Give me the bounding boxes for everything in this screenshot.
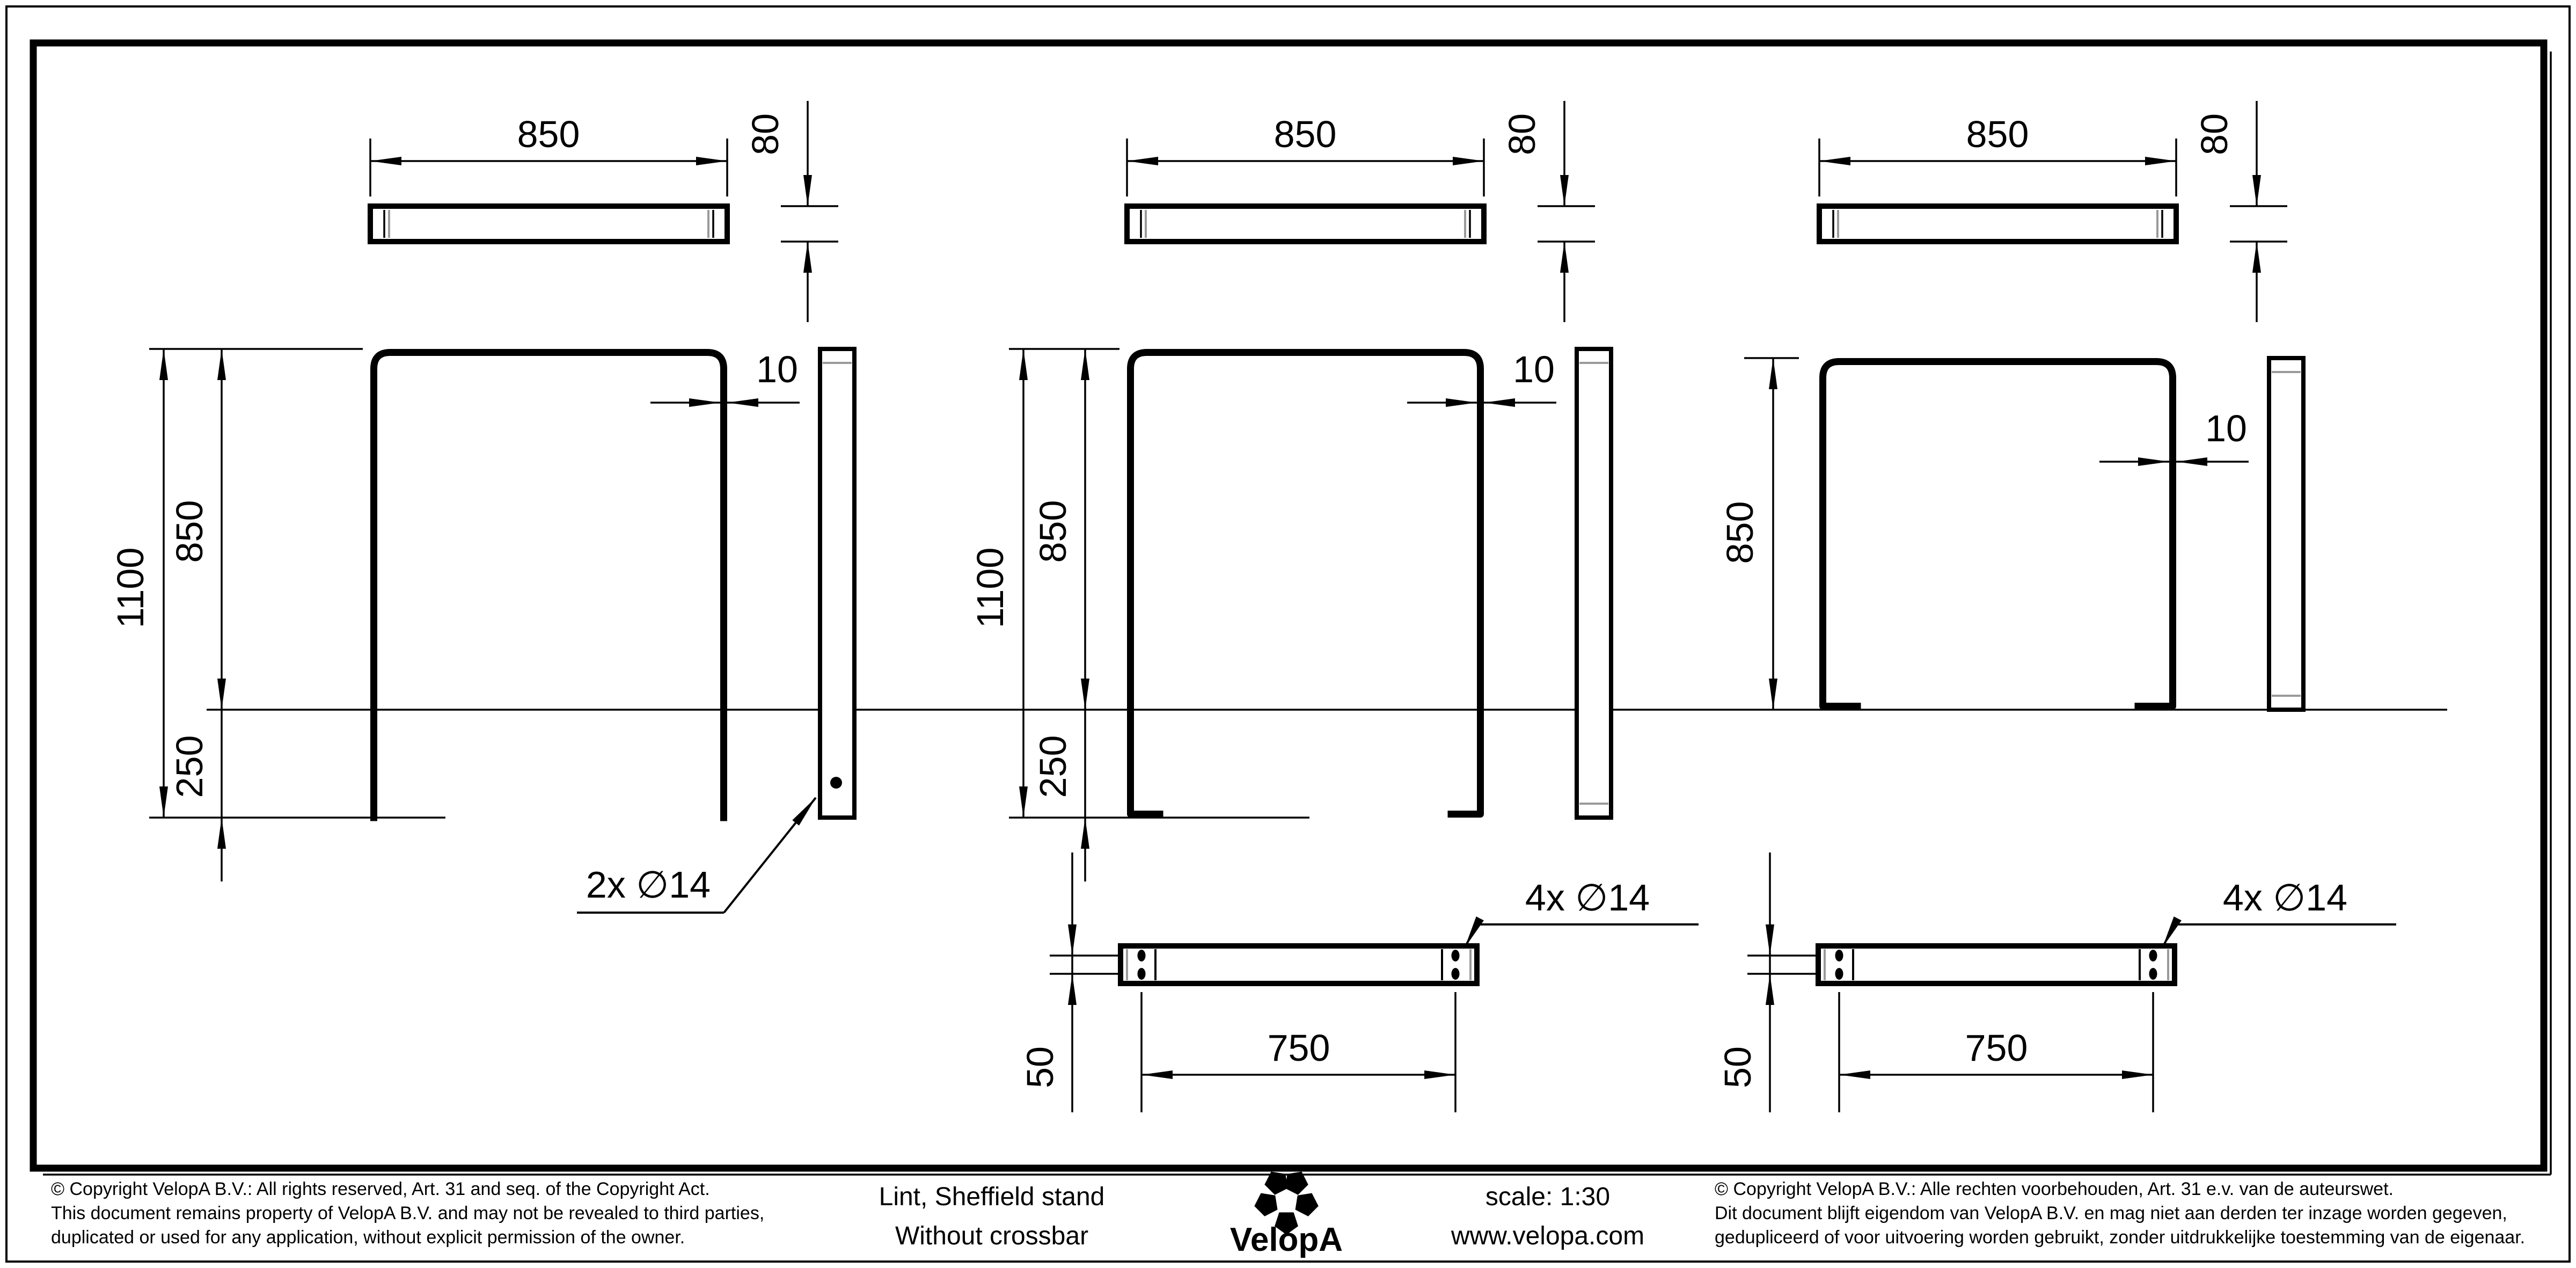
dim-base-hole-spacing: 750 (1268, 1027, 1330, 1069)
brand-name: VelopA (1230, 1221, 1343, 1258)
title-block: © Copyright VelopA B.V.: All rights rese… (51, 1166, 2525, 1258)
outer-border (5, 5, 2571, 1263)
copyright-nl-line1: © Copyright VelopA B.V.: Alle rechten vo… (1715, 1179, 2394, 1199)
copyright-dutch: © Copyright VelopA B.V.: Alle rechten vo… (1715, 1179, 2525, 1248)
dim-crossbar-length: 850 (1966, 113, 2029, 155)
stand-variant-inground: 850 80 1100 850 250 10 2x ∅14 (109, 101, 854, 914)
dim-crossbar-length: 850 (517, 113, 580, 155)
dim-height-above-ground: 850 (1032, 500, 1074, 563)
dim-tube-thickness: 10 (756, 348, 798, 390)
dim-tube-thickness: 10 (1513, 348, 1555, 390)
dim-crossbar-width: 80 (2193, 113, 2235, 155)
dim-below-ground-depth: 250 (1032, 735, 1074, 798)
copyright-english: © Copyright VelopA B.V.: All rights rese… (51, 1179, 764, 1248)
dim-overall-height: 1100 (109, 548, 151, 629)
label-base-holes: 4x ∅14 (1525, 877, 1650, 919)
dim-tube-thickness: 10 (2205, 407, 2247, 449)
website-label: www.velopa.com (1451, 1222, 1644, 1250)
dim-base-hole-offset: 50 (1717, 1046, 1759, 1088)
stand-variant-surface-mount: 850 80 850 10 50 750 4x ∅14 (1717, 101, 2396, 1112)
dim-overall-height: 1100 (969, 548, 1011, 629)
dim-below-ground-depth: 250 (169, 735, 210, 798)
drawing-area-border (30, 39, 2548, 1172)
copyright-en-line2: This document remains property of VelopA… (51, 1203, 764, 1223)
copyright-nl-line2: Dit document blijft eigendom van VelopA … (1715, 1203, 2507, 1223)
velopa-logo: VelopA (1230, 1166, 1343, 1258)
copyright-nl-line3: gedupliceerd of voor uitvoering worden g… (1715, 1227, 2525, 1248)
copyright-en-line3: duplicated or used for any application, … (51, 1227, 685, 1248)
anchor-hole (830, 777, 842, 789)
dim-crossbar-width: 80 (744, 113, 786, 155)
product-subtitle: Without crossbar (895, 1222, 1088, 1250)
scale-label: scale: 1:30 (1485, 1183, 1610, 1211)
dim-crossbar-width: 80 (1501, 113, 1543, 155)
dim-height-above-ground: 850 (169, 500, 210, 563)
dim-base-hole-offset: 50 (1019, 1046, 1061, 1088)
dim-base-hole-spacing: 750 (1965, 1027, 2028, 1069)
front-view-frame (1127, 349, 1484, 818)
stand-variant-inground-feet: 850 80 1100 850 250 10 50 750 4x ∅14 (969, 101, 1699, 1112)
front-view-frame (370, 349, 727, 821)
side-view-bar (2267, 356, 2306, 712)
front-view-frame (1819, 358, 2176, 710)
label-side-holes: 2x ∅14 (586, 864, 711, 906)
product-title: Lint, Sheffield stand (879, 1183, 1105, 1211)
label-base-holes: 4x ∅14 (2223, 877, 2347, 919)
dim-height-above-ground: 850 (1719, 501, 1761, 564)
dim-crossbar-length: 850 (1274, 113, 1337, 155)
copyright-en-line1: © Copyright VelopA B.V.: All rights rese… (51, 1179, 710, 1199)
